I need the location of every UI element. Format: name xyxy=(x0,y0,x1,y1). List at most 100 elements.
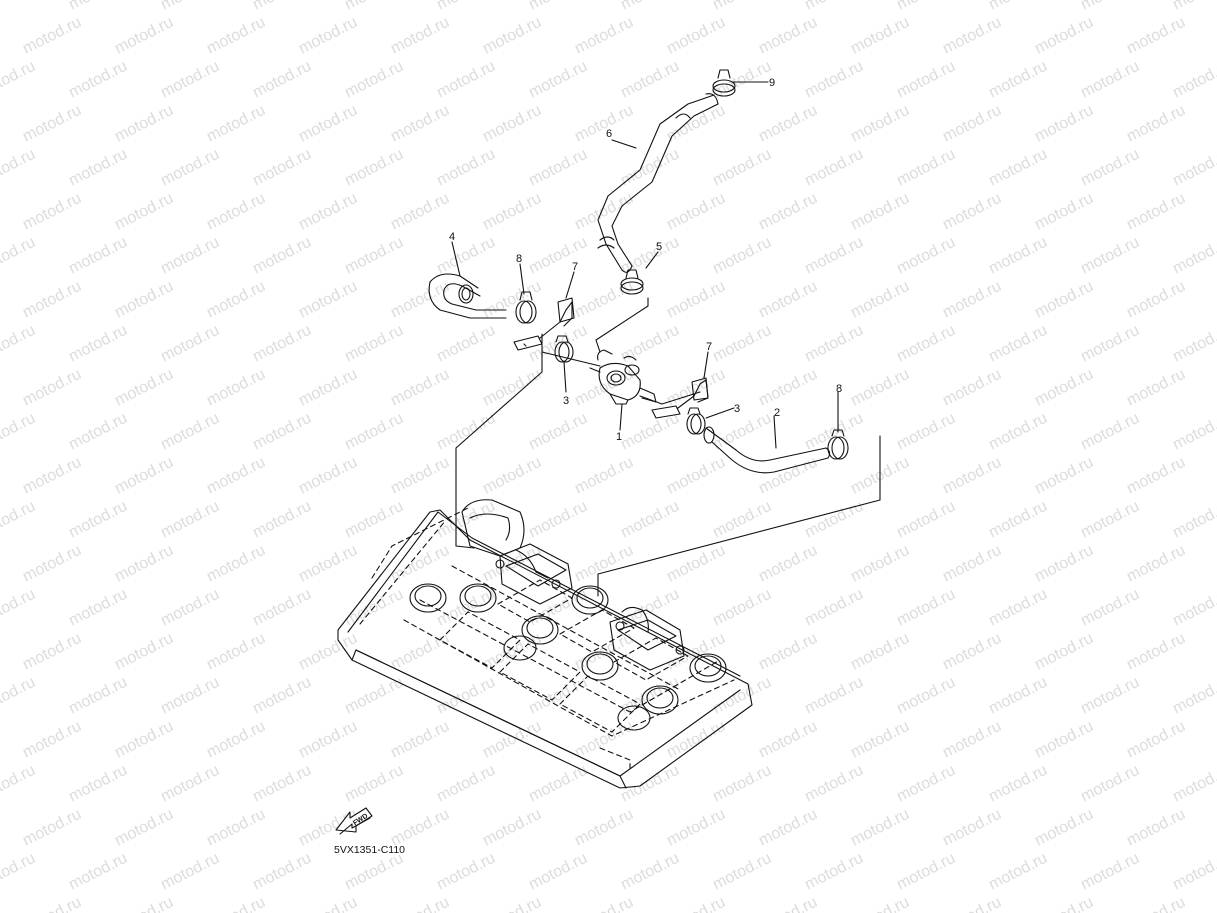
watermark-text: motod.ru xyxy=(296,542,360,586)
watermark-text: motod.ru xyxy=(1078,322,1142,366)
watermark-text: motod.ru xyxy=(158,850,222,894)
watermark-text: motod.ru xyxy=(664,14,728,58)
watermark-text: motod.ru xyxy=(710,586,774,630)
watermark-text: motod.ru xyxy=(204,366,268,410)
watermark-text: motod.ru xyxy=(986,410,1050,454)
watermark-text: motod.ru xyxy=(526,0,590,14)
watermark-text: motod.ru xyxy=(1124,102,1188,146)
watermark-text: motod.ru xyxy=(572,14,636,58)
watermark-text: motod.ru xyxy=(342,0,406,14)
watermark-text: motod.ru xyxy=(342,234,406,278)
watermark-text: motod.ru xyxy=(250,498,314,542)
watermark-text: motod.ru xyxy=(526,498,590,542)
watermark-text: motod.ru xyxy=(250,146,314,190)
watermark-text: motod.ru xyxy=(20,718,84,762)
watermark-text: motod.ru xyxy=(158,234,222,278)
watermark-text: motod.ru xyxy=(158,0,222,14)
watermark-text: motod.ru xyxy=(894,234,958,278)
callout-4: 4 xyxy=(449,231,455,243)
watermark-text: motod.ru xyxy=(1124,278,1188,322)
watermark-text: motod.ru xyxy=(1032,102,1096,146)
watermark-text: motod.ru xyxy=(342,762,406,806)
watermark-text: motod.ru xyxy=(710,322,774,366)
watermark-text: motod.ru xyxy=(20,806,84,850)
watermark-text: motod.ru xyxy=(802,498,866,542)
watermark-text: motod.ru xyxy=(618,0,682,14)
watermark-text: motod.ru xyxy=(480,102,544,146)
watermark-text: motod.ru xyxy=(0,762,38,806)
watermark-text: motod.ru xyxy=(848,278,912,322)
watermark-text: motod.ru xyxy=(20,102,84,146)
watermark-text: motod.ru xyxy=(1078,146,1142,190)
watermark-text: motod.ru xyxy=(480,366,544,410)
watermark-text: motod.ru xyxy=(388,190,452,234)
watermark-text: motod.ru xyxy=(20,366,84,410)
watermark-text: motod.ru xyxy=(940,366,1004,410)
watermark-text: motod.ru xyxy=(296,190,360,234)
watermark-text: motod.ru xyxy=(940,718,1004,762)
watermark-text: motod.ru xyxy=(66,586,130,630)
watermark-text: motod.ru xyxy=(664,806,728,850)
watermark-text: motod.ru xyxy=(388,630,452,674)
watermark-text: motod.ru xyxy=(66,498,130,542)
watermark-text: motod.ru xyxy=(986,146,1050,190)
watermark-text: motod.ru xyxy=(572,894,636,913)
watermark-text: motod.ru xyxy=(0,498,38,542)
watermark-text: motod.ru xyxy=(618,586,682,630)
watermark-text: motod.ru xyxy=(710,498,774,542)
watermark-text: motod.ru xyxy=(66,234,130,278)
watermark-text: motod.ru xyxy=(848,14,912,58)
callout-9: 9 xyxy=(769,77,775,89)
watermark-text: motod.ru xyxy=(664,366,728,410)
watermark-text: motod.ru xyxy=(986,58,1050,102)
watermark-text: motod.ru xyxy=(618,322,682,366)
watermark-text: motod.ru xyxy=(664,894,728,913)
watermark-text: motod.ru xyxy=(158,762,222,806)
watermark-text: motod.ru xyxy=(802,762,866,806)
hose-2 xyxy=(703,426,831,474)
watermark-text: motod.ru xyxy=(434,762,498,806)
watermark-text: motod.ru xyxy=(1032,894,1096,913)
watermark-text: motod.ru xyxy=(1170,586,1217,630)
callout-7-upper: 7 xyxy=(572,261,578,273)
watermark-text: motod.ru xyxy=(0,410,38,454)
watermark-text: motod.ru xyxy=(20,630,84,674)
watermark-text: motod.ru xyxy=(204,454,268,498)
watermark-text: motod.ru xyxy=(664,190,728,234)
watermark-text: motod.ru xyxy=(204,894,268,913)
watermark-text: motod.ru xyxy=(894,322,958,366)
watermark-text: motod.ru xyxy=(940,14,1004,58)
watermark-text: motod.ru xyxy=(986,586,1050,630)
watermark-text: motod.ru xyxy=(802,410,866,454)
watermark-text: motod.ru xyxy=(112,630,176,674)
watermark-text: motod.ru xyxy=(618,850,682,894)
watermark-text: motod.ru xyxy=(526,850,590,894)
watermark-text: motod.ru xyxy=(388,806,452,850)
watermark-text: motod.ru xyxy=(802,322,866,366)
callout-6: 6 xyxy=(606,128,612,140)
watermark-text: motod.ru xyxy=(112,366,176,410)
watermark-text: motod.ru xyxy=(1032,278,1096,322)
callout-2: 2 xyxy=(774,407,780,419)
watermark-text: motod.ru xyxy=(664,718,728,762)
watermark-text: motod.ru xyxy=(296,454,360,498)
watermark-text: motod.ru xyxy=(710,762,774,806)
watermark-text: motod.ru xyxy=(1124,718,1188,762)
watermark-text: motod.ru xyxy=(664,102,728,146)
watermark-text: motod.ru xyxy=(342,850,406,894)
watermark-text: motod.ru xyxy=(342,498,406,542)
watermark-text: motod.ru xyxy=(66,58,130,102)
watermark-text: motod.ru xyxy=(1170,498,1217,542)
watermark-text: motod.ru xyxy=(802,850,866,894)
watermark-text: motod.ru xyxy=(342,322,406,366)
watermark-text: motod.ru xyxy=(20,14,84,58)
watermark-text: motod.ru xyxy=(388,102,452,146)
watermark-text: motod.ru xyxy=(388,894,452,913)
watermark-text: motod.ru xyxy=(480,894,544,913)
watermark-text: motod.ru xyxy=(112,14,176,58)
watermark-text: motod.ru xyxy=(342,146,406,190)
watermark-text: motod.ru xyxy=(986,234,1050,278)
watermark-text: motod.ru xyxy=(296,630,360,674)
watermark-text: motod.ru xyxy=(664,278,728,322)
watermark-text: motod.ru xyxy=(158,498,222,542)
